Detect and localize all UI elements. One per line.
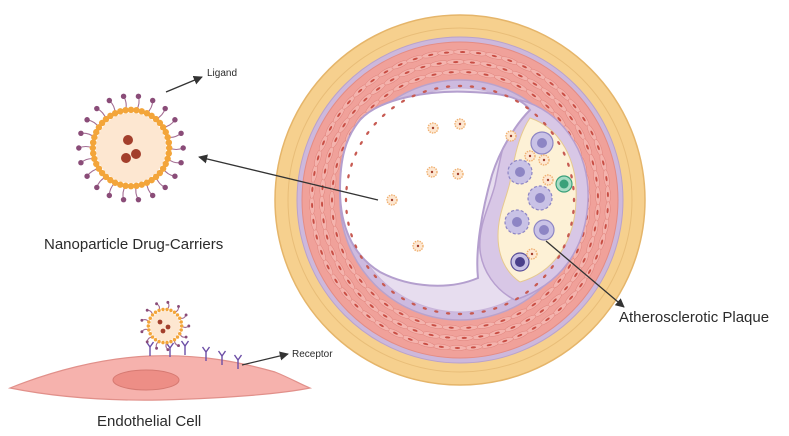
- foam-cell: [507, 159, 533, 185]
- lipid-heads: [89, 106, 173, 190]
- plaque-nanoparticles: [505, 130, 554, 260]
- ligand-label: Ligand: [207, 68, 238, 79]
- green-cell: [555, 175, 573, 193]
- plaque-cells: [504, 131, 573, 272]
- nanoparticle-core: [96, 113, 166, 183]
- nanoparticle-arrow: [198, 154, 379, 201]
- macrophage-cell: [510, 252, 530, 272]
- artery-cross-section: [274, 14, 646, 386]
- nanoparticle-drug-carrier: [76, 93, 186, 203]
- drug-molecules: [121, 135, 141, 163]
- foam-cell: [504, 209, 530, 235]
- receptor-arrow: [241, 351, 289, 366]
- endothelium-lining: [344, 84, 576, 316]
- plaque-arrow: [545, 240, 625, 308]
- adventitia-inner-line: [287, 27, 633, 373]
- foam-cell: [527, 185, 553, 211]
- lumen: [338, 90, 532, 287]
- nanoparticle-label: Nanoparticle Drug-Carriers: [44, 236, 224, 253]
- bound-nanoparticle: [140, 300, 191, 352]
- ligand-arrow: [165, 75, 203, 93]
- foam-cell: [533, 219, 555, 241]
- plaque-label: Atherosclerotic Plaque: [619, 309, 770, 326]
- endothelial-nucleus: [112, 369, 180, 391]
- endothelial-label: Endothelial Cell: [97, 413, 202, 430]
- lumen-nanoparticles: [386, 118, 466, 252]
- foam-cell: [530, 131, 554, 155]
- endothelial-cell: [7, 355, 313, 401]
- receptor-label: Receptor: [292, 349, 333, 360]
